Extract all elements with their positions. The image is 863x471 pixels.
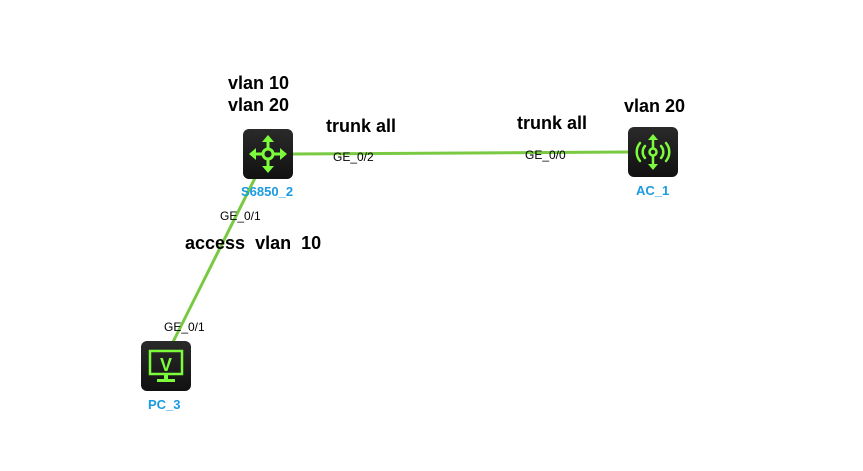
link-switch-pc[interactable]	[168, 171, 260, 349]
wireless-ap-icon	[635, 134, 671, 170]
switch-vlan-note-2: vlan 20	[228, 95, 290, 115]
switch-vlan-note-1: vlan 10	[228, 73, 290, 93]
switch-icon	[249, 135, 287, 173]
link-switch-ac-from-note: trunk all	[326, 116, 397, 136]
switch-device[interactable]	[243, 129, 293, 179]
link-switch-ac-to-note: trunk all	[517, 113, 588, 133]
pc-monitor-icon: V	[148, 349, 184, 382]
pc-name-label: PC_3	[148, 397, 181, 412]
ac-device[interactable]	[628, 127, 678, 177]
switch-name-label: S6850_2	[241, 184, 294, 199]
port-label-switch-ge-0-1: GE_0/1	[220, 209, 261, 223]
ac-name-label: AC_1	[636, 183, 670, 198]
ac-vlan-note: vlan 20	[624, 96, 686, 116]
port-label-pc-ge-0-1: GE_0/1	[164, 320, 205, 334]
svg-text:V: V	[160, 355, 172, 375]
link-switch-pc-note: access vlan 10	[185, 233, 322, 253]
pc-device[interactable]: V	[141, 341, 191, 391]
link-switch-ac[interactable]	[291, 150, 629, 156]
port-label-ge-0-2: GE_0/2	[333, 150, 374, 164]
port-label-ge-0-0: GE_0/0	[525, 148, 566, 162]
